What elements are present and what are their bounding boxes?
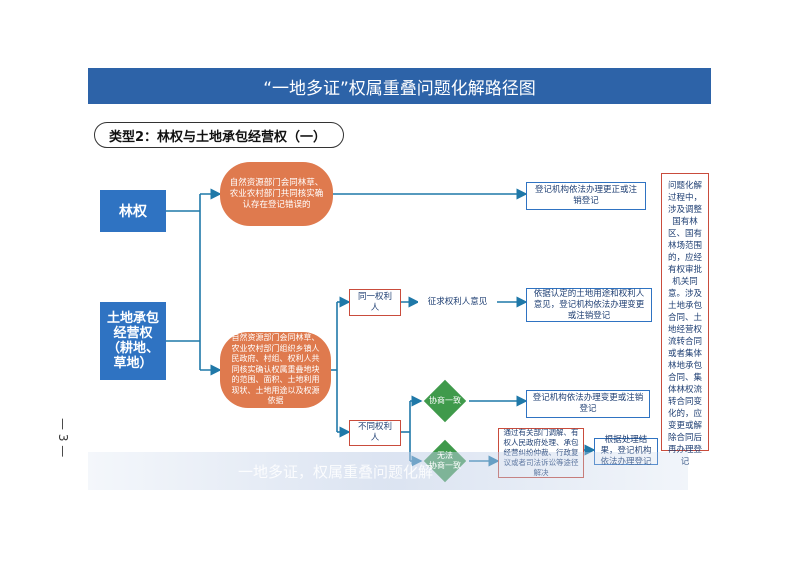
side-note: 问题化解过程中，涉及调整国有林区、国有林场范围的，应经有权审批机关同意。涉及土地… (661, 173, 709, 467)
type-label: 类型2：林权与土地承包经营权（一） (94, 122, 344, 148)
result-change-or-cancel: 登记机构依法办理变更或注销登记 (526, 390, 650, 418)
result-correct-or-cancel: 登记机构依法办理更正或注销登记 (526, 182, 646, 210)
node-land-contract: 土地承包 经营权 （耕地、 草地） (100, 302, 166, 380)
decision-disagree-label: 无法 协商一致 (425, 451, 465, 471)
decision-agree: 协商一致 (421, 379, 469, 423)
decision-disagree: 无法 协商一致 (421, 439, 469, 483)
page-number-text: — 3 — (56, 418, 70, 458)
disagree-line-1: 无法 (437, 451, 453, 460)
diagram-title: “一地多证”权属重叠问题化解路径图 (88, 68, 711, 104)
watermark-band: 一地多证，权属重叠问题化解 (88, 452, 688, 490)
disagree-line-2: 协商一致 (429, 461, 461, 470)
node-verify-registration-error: 自然资源部门会同林草、农业农村部门共同核实确认存在登记错误的 (220, 162, 333, 226)
node-diff-owner: 不同权利人 (349, 420, 401, 446)
node-same-owner: 同一权利人 (349, 289, 401, 316)
result-change-by-use: 依据认定的土地用途和权利人意见，登记机构依法办理变更或注销登记 (526, 288, 652, 322)
page-number: — 3 — (56, 418, 70, 460)
land-contract-line-1: 土地承包 (106, 311, 159, 326)
land-contract-line-3: （耕地、 (106, 341, 159, 356)
land-contract-line-4: 草地） (113, 356, 153, 371)
node-verify-overlap: 自然资源部门会同林草、农业农村部门组织乡镇人民政府、村组、权利人共同核实确认权属… (220, 332, 331, 408)
node-seek-opinion: 征求权利人意见 (418, 293, 497, 311)
node-forest-right: 林权 (100, 190, 166, 232)
land-contract-line-2: 经营权 (113, 326, 153, 341)
decision-agree-label: 协商一致 (429, 396, 461, 405)
